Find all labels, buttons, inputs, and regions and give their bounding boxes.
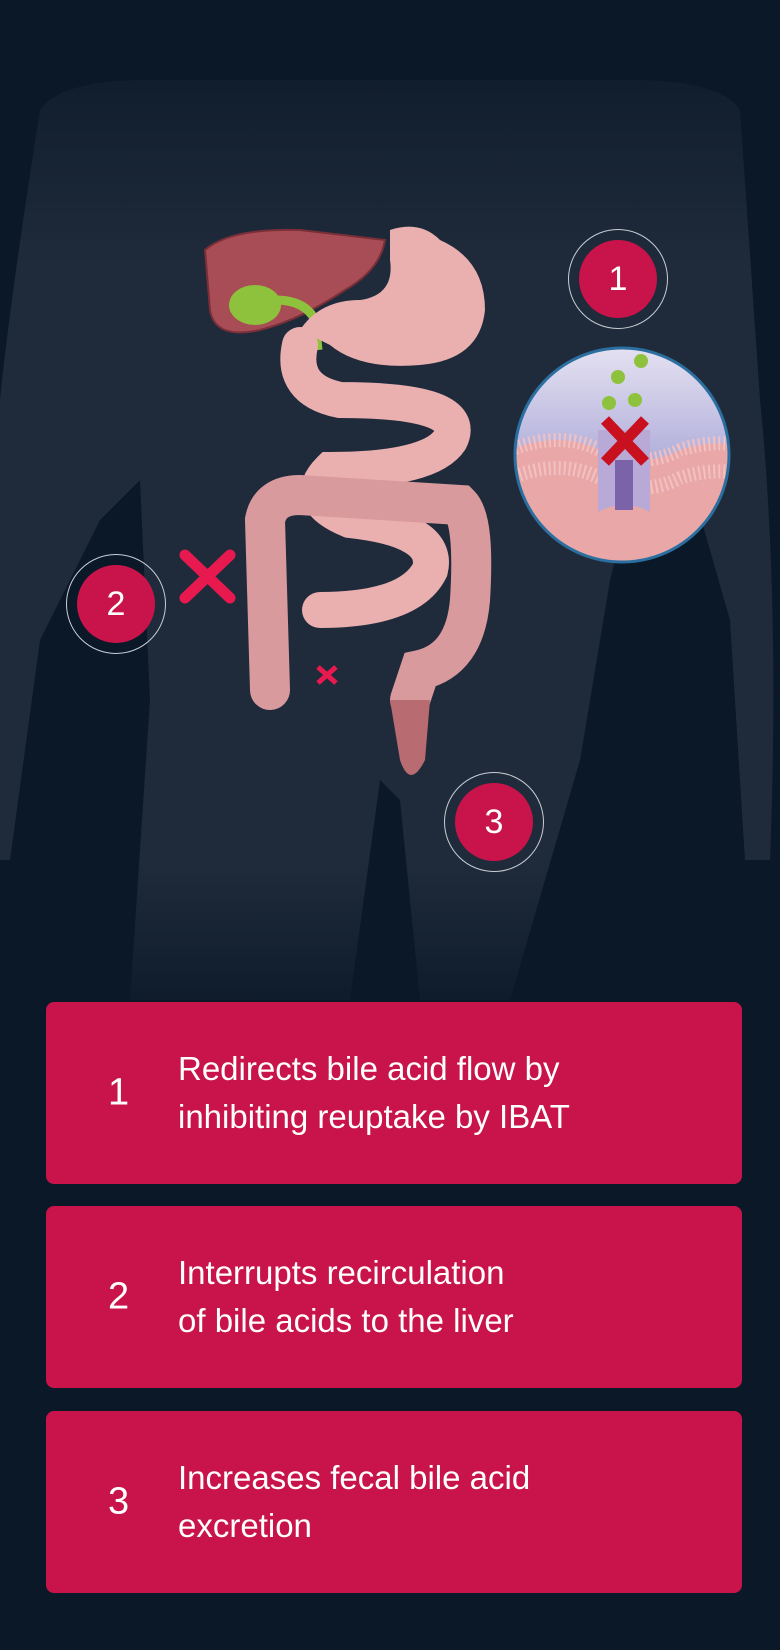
anatomy-illustration [0, 80, 774, 1000]
step-number: 1 [108, 1071, 130, 1114]
step-number: 2 [108, 1275, 130, 1318]
colon [244, 474, 492, 720]
step-badge-2: 2 [66, 554, 166, 654]
gallbladder [229, 285, 281, 325]
x-mark-large [179, 549, 236, 604]
step-badge-1: 1 [568, 229, 668, 329]
small-intestine [280, 327, 471, 628]
step-badge-3: 3 [444, 772, 544, 872]
x-mark-small [316, 665, 338, 685]
stomach [300, 226, 485, 366]
rectum [390, 700, 430, 775]
step-number: 3 [108, 1480, 130, 1523]
